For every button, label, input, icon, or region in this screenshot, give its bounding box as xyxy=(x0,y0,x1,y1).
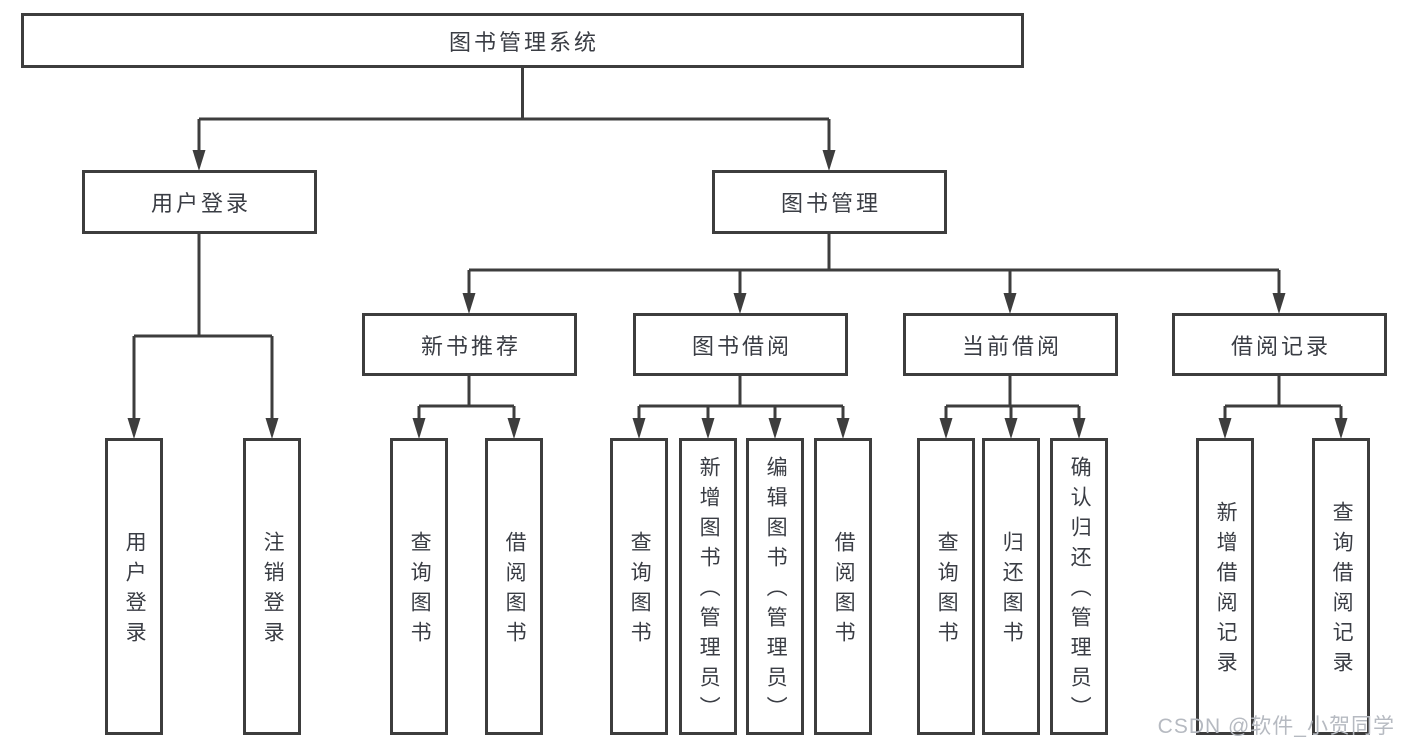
node-borrow-records: 借阅记录 xyxy=(1172,313,1387,376)
node-label: 编辑图书（管理员） xyxy=(764,456,788,726)
node-user-login-leaf: 用户登录 xyxy=(105,438,163,735)
node-label: 图书管理 xyxy=(780,191,881,216)
node-borrow-books-recommend: 借阅图书 xyxy=(485,438,543,735)
node-query-borrow-record: 查询借阅记录 xyxy=(1312,438,1370,735)
node-label: 图书借阅 xyxy=(691,333,792,359)
node-new-book-recommend: 新书推荐 xyxy=(362,313,577,376)
node-label: 图书管理系统 xyxy=(448,29,599,55)
node-label: 用户登录 xyxy=(123,531,147,651)
csdn-watermark: CSDN @软件_小贺同学 xyxy=(1157,715,1395,738)
node-label: 新书推荐 xyxy=(420,333,521,359)
node-label: 借阅记录 xyxy=(1230,333,1331,359)
node-query-books-borrow: 查询图书 xyxy=(610,438,668,735)
node-confirm-return-admin: 确认归还（管理员） xyxy=(1050,438,1108,735)
node-borrow-books-leaf: 借阅图书 xyxy=(814,438,872,735)
node-book-borrow: 图书借阅 xyxy=(633,313,848,376)
node-label: 查询图书 xyxy=(935,531,959,651)
node-label: 新增借阅记录 xyxy=(1214,501,1238,681)
node-current-borrow: 当前借阅 xyxy=(903,313,1118,376)
node-label: 当前借阅 xyxy=(961,333,1062,359)
node-add-book-admin: 新增图书（管理员） xyxy=(679,438,737,735)
node-query-books-current: 查询图书 xyxy=(917,438,975,735)
arrowheads xyxy=(127,150,1348,439)
node-add-borrow-record: 新增借阅记录 xyxy=(1196,438,1254,735)
node-label: 借阅图书 xyxy=(503,531,527,651)
node-label: 查询借阅记录 xyxy=(1330,501,1354,681)
node-label: 归还图书 xyxy=(1000,531,1024,651)
node-book-management: 图书管理 xyxy=(712,170,947,234)
node-library-system: 图书管理系统 xyxy=(21,13,1024,68)
node-return-book: 归还图书 xyxy=(982,438,1040,735)
node-label: 确认归还（管理员） xyxy=(1068,456,1092,726)
node-label: 新增图书（管理员） xyxy=(697,456,721,726)
node-label: 查询图书 xyxy=(628,531,652,651)
node-label: 查询图书 xyxy=(408,531,432,651)
node-edit-book-admin: 编辑图书（管理员） xyxy=(746,438,804,735)
node-label: 用户登录 xyxy=(150,191,251,216)
node-label: 借阅图书 xyxy=(832,531,856,651)
node-logout-leaf: 注销登录 xyxy=(243,438,301,735)
node-user-login: 用户登录 xyxy=(82,170,317,234)
node-query-books-recommend: 查询图书 xyxy=(390,438,448,735)
node-label: 注销登录 xyxy=(261,531,285,651)
